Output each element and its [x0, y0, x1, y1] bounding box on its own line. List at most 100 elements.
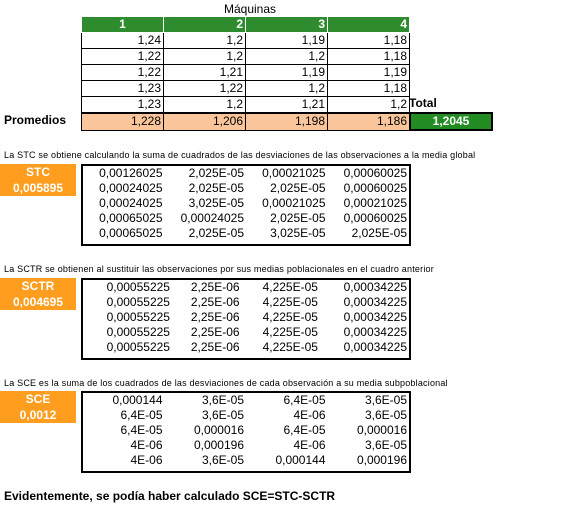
cell[interactable]: 0,000016	[356, 423, 407, 437]
table-row: 1,23 1,2 1,21 1,2	[81, 96, 410, 113]
cell[interactable]: 2,25E-06	[190, 295, 240, 309]
table-row: 0,00055225 2,25E-06 4,225E-05 0,00034225	[83, 325, 409, 340]
cell[interactable]: 0,00034225	[343, 325, 407, 339]
cell[interactable]: 3,6E-05	[364, 393, 407, 407]
cell[interactable]: 3,6E-05	[201, 393, 244, 407]
sce-label[interactable]: SCE	[0, 391, 76, 407]
cell[interactable]: 1,19	[245, 64, 328, 81]
cell[interactable]: 6,4E-05	[283, 423, 326, 437]
cell[interactable]: 3,6E-05	[201, 408, 244, 422]
cell[interactable]: 0,000196	[193, 438, 244, 452]
cell[interactable]: 0,00055225	[106, 325, 170, 339]
cell[interactable]: 1,21	[245, 96, 328, 113]
machine-header[interactable]: 4	[327, 16, 410, 33]
cell[interactable]: 2,025E-05	[270, 211, 326, 225]
cell[interactable]: 3,6E-05	[201, 453, 244, 467]
machine-header[interactable]: 3	[245, 16, 328, 33]
cell[interactable]: 1,19	[245, 32, 328, 49]
cell[interactable]: 4,225E-05	[262, 310, 318, 324]
cell[interactable]: 6,4E-05	[283, 393, 326, 407]
stc-value[interactable]: 0,005895	[0, 180, 76, 196]
cell[interactable]: 0,00034225	[343, 280, 407, 294]
cell[interactable]: 2,25E-06	[190, 310, 240, 324]
cell[interactable]: 0,000144	[275, 453, 326, 467]
cell[interactable]: 4,225E-05	[262, 325, 318, 339]
cell[interactable]: 0,00055225	[106, 340, 170, 354]
cell[interactable]: 2,025E-05	[351, 226, 407, 240]
cell[interactable]: 0,000016	[193, 423, 244, 437]
cell[interactable]: 3,6E-05	[364, 438, 407, 452]
cell[interactable]: 0,00034225	[343, 340, 407, 354]
cell[interactable]: 1,18	[327, 32, 410, 49]
total-value[interactable]: 1,2045	[409, 112, 493, 131]
cell[interactable]: 2,025E-05	[188, 226, 244, 240]
cell[interactable]: 4,225E-05	[262, 295, 318, 309]
cell[interactable]: 0,00065025	[99, 226, 163, 240]
cell[interactable]: 0,00021025	[343, 196, 407, 210]
promedio-cell[interactable]: 1,186	[327, 112, 411, 131]
cell[interactable]: 1,18	[327, 48, 410, 65]
cell[interactable]: 0,000144	[112, 393, 163, 407]
cell[interactable]: 1,2	[245, 80, 328, 97]
cell[interactable]: 4,225E-05	[262, 280, 318, 294]
cell[interactable]: 4E-06	[130, 438, 163, 452]
cell[interactable]: 1,2	[245, 48, 328, 65]
cell[interactable]: 4E-06	[293, 438, 326, 452]
cell[interactable]: 0,000196	[356, 453, 407, 467]
cell[interactable]: 3,025E-05	[188, 196, 244, 210]
cell[interactable]: 3,025E-05	[270, 226, 326, 240]
cell[interactable]: 0,00065025	[99, 211, 163, 225]
cell[interactable]: 1,23	[81, 80, 164, 97]
cell[interactable]: 3,6E-05	[364, 408, 407, 422]
cell[interactable]: 2,25E-06	[190, 340, 240, 354]
sctr-value[interactable]: 0,004695	[0, 294, 76, 310]
stc-label[interactable]: STC	[0, 164, 76, 180]
cell[interactable]: 1,2	[163, 32, 246, 49]
cell[interactable]: 0,00021025	[262, 196, 326, 210]
sce-value[interactable]: 0,0012	[0, 407, 76, 423]
cell[interactable]: 0,00024025	[99, 196, 163, 210]
cell[interactable]: 1,22	[163, 80, 246, 97]
promedio-cell[interactable]: 1,206	[163, 112, 246, 131]
cell[interactable]: 2,025E-05	[188, 166, 244, 180]
cell[interactable]: 0,00055225	[106, 295, 170, 309]
cell[interactable]: 2,025E-05	[270, 181, 326, 195]
cell[interactable]: 2,25E-06	[190, 280, 240, 294]
cell[interactable]: 0,00060025	[343, 166, 407, 180]
cell[interactable]: 1,2	[327, 96, 410, 113]
cell[interactable]: 2,025E-05	[188, 181, 244, 195]
cell[interactable]: 0,00034225	[343, 310, 407, 324]
cell[interactable]: 1,22	[81, 48, 164, 65]
cell[interactable]: 2,25E-06	[190, 325, 240, 339]
cell[interactable]: 0,00126025	[99, 166, 163, 180]
cell[interactable]: 1,2	[163, 96, 246, 113]
cell[interactable]: 0,00060025	[343, 211, 407, 225]
cell[interactable]: 1,19	[327, 64, 410, 81]
table-row: 1,24 1,2 1,19 1,18	[81, 32, 410, 49]
sctr-table: 0,00055225 2,25E-06 4,225E-05 0,00034225 0,…	[83, 280, 409, 355]
cell[interactable]: 6,4E-05	[120, 408, 163, 422]
cell[interactable]: 4,225E-05	[262, 340, 318, 354]
cell[interactable]: 1,18	[327, 80, 410, 97]
cell[interactable]: 0,00021025	[262, 166, 326, 180]
cell[interactable]: 4E-06	[293, 408, 326, 422]
sctr-description: La SCTR se obtienen al sustituir las obs…	[4, 264, 434, 274]
cell[interactable]: 0,00055225	[106, 280, 170, 294]
machine-header[interactable]: 2	[163, 16, 246, 33]
machine-header[interactable]: 1	[81, 16, 164, 33]
sctr-label[interactable]: SCTR	[0, 278, 76, 294]
cell[interactable]: 0,00055225	[106, 310, 170, 324]
cell[interactable]: 1,21	[163, 64, 246, 81]
cell[interactable]: 6,4E-05	[120, 423, 163, 437]
promedio-cell[interactable]: 1,228	[81, 112, 164, 131]
cell[interactable]: 1,22	[81, 64, 164, 81]
cell[interactable]: 1,2	[163, 48, 246, 65]
cell[interactable]: 1,23	[81, 96, 164, 113]
cell[interactable]: 0,00034225	[343, 295, 407, 309]
cell[interactable]: 0,00060025	[343, 181, 407, 195]
promedio-cell[interactable]: 1,198	[245, 112, 328, 131]
cell[interactable]: 0,00024025	[99, 181, 163, 195]
cell[interactable]: 4E-06	[130, 453, 163, 467]
cell[interactable]: 1,24	[81, 32, 164, 49]
cell[interactable]: 0,00024025	[180, 211, 244, 225]
